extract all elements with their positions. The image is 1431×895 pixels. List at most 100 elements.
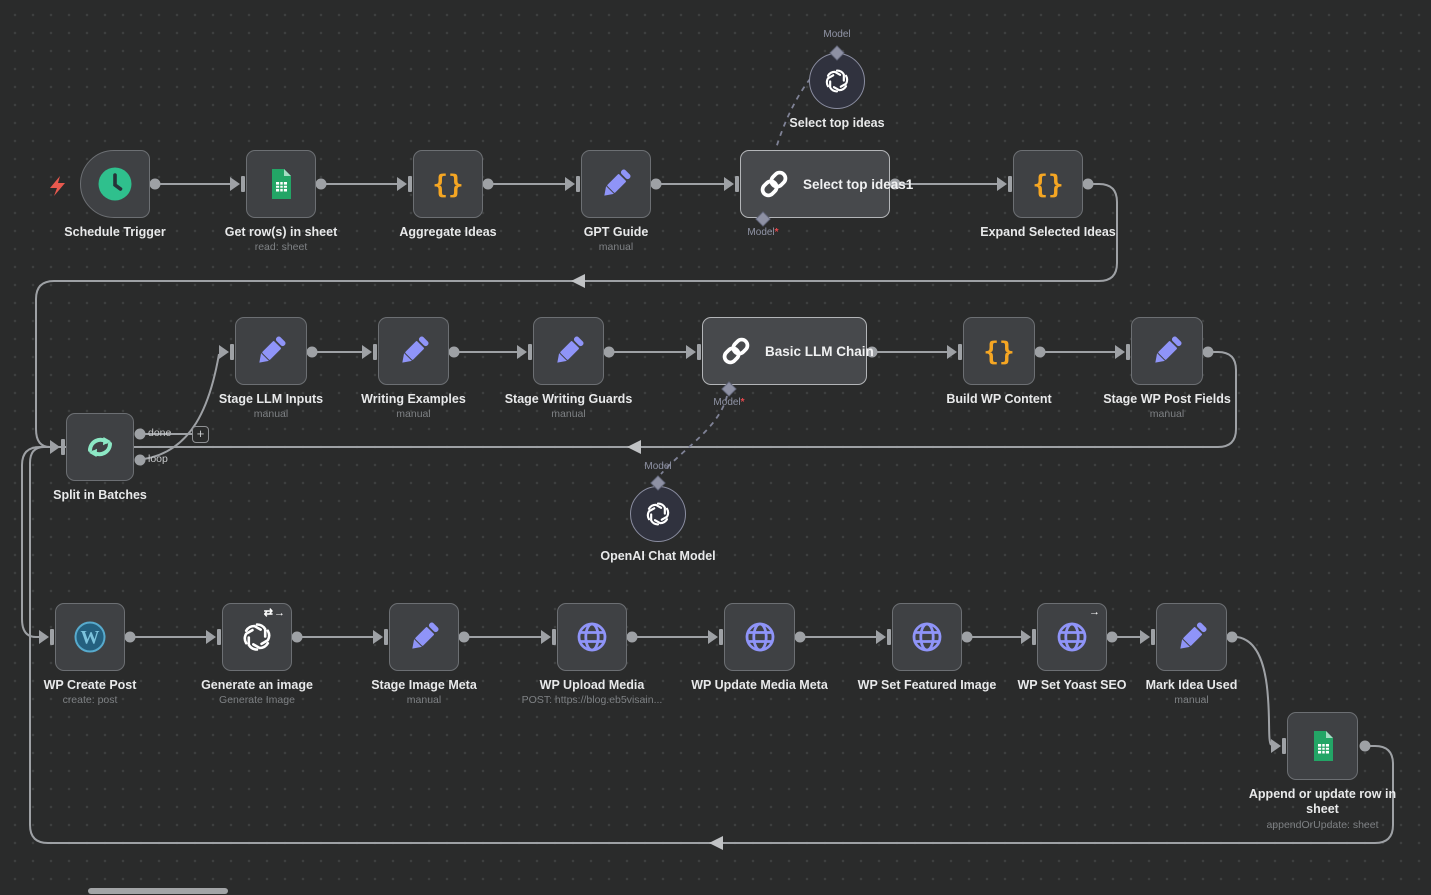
node-subtitle: manual	[406, 694, 442, 706]
node-select-top-ideas[interactable]	[809, 53, 865, 109]
globe-icon	[909, 619, 945, 655]
node-stage-writing-guards[interactable]	[533, 317, 604, 385]
chain-icon	[720, 335, 752, 367]
node-label: GPT Guide	[583, 225, 649, 239]
loop-output-label: loop	[148, 453, 168, 465]
node-label: Stage LLM Inputs	[218, 392, 324, 406]
node-label: Get row(s) in sheet	[224, 225, 338, 239]
horizontal-scrollbar[interactable]	[88, 888, 228, 894]
connection-markidea-to-append[interactable]	[1236, 636, 1272, 746]
node-stage-wp-post-fields[interactable]	[1131, 317, 1203, 385]
node-label: Append or update row in sheet	[1248, 787, 1397, 816]
svg-text:{}: {}	[983, 337, 1014, 367]
node-subtitle: manual	[253, 408, 289, 420]
node-label: OpenAI Chat Model	[600, 549, 716, 563]
input-ports[interactable]	[39, 176, 1286, 754]
node-subtitle: manual	[396, 408, 431, 420]
node-label: Stage Writing Guards	[504, 392, 633, 406]
label-text: done	[148, 427, 172, 439]
node-aggregate-ideas[interactable]: {}	[413, 150, 483, 218]
node-label: Build WP Content	[946, 392, 1052, 406]
node-stage-llm-inputs[interactable]	[235, 317, 307, 385]
node-title: Select top ideas1	[803, 176, 914, 192]
svg-text:{}: {}	[1032, 170, 1063, 200]
node-basic-llm-chain[interactable]: Basic LLM Chain	[702, 317, 874, 385]
node-wp-update-media-meta[interactable]	[724, 603, 795, 671]
google-sheets-icon	[1305, 728, 1341, 764]
node-subtitle: read: sheet	[254, 241, 308, 253]
node-build-wp-content[interactable]: {}	[963, 317, 1035, 385]
node-wp-set-yoast-seo[interactable]: →	[1037, 603, 1107, 671]
label-text: Model	[823, 29, 851, 40]
model-port-label: Model	[644, 461, 671, 472]
node-label: WP Upload Media	[539, 678, 645, 692]
pencil-icon	[253, 333, 289, 369]
node-append-or-update-row[interactable]	[1287, 712, 1358, 780]
connection-openaichatmodel-model[interactable]	[660, 395, 728, 475]
code-braces-icon: {}	[430, 166, 466, 202]
pencil-icon	[1149, 333, 1185, 369]
node-schedule-trigger[interactable]	[80, 150, 150, 218]
connection-expand-to-split[interactable]	[35, 183, 1118, 448]
loop-icon	[82, 429, 118, 465]
required-marker: *	[740, 397, 745, 408]
node-label: WP Update Media Meta	[691, 678, 828, 692]
pencil-icon	[598, 166, 634, 202]
node-label: Schedule Trigger	[64, 225, 166, 239]
required-marker: *	[774, 227, 779, 238]
svg-text:{}: {}	[432, 170, 463, 200]
node-subtitle: Generate Image	[219, 694, 295, 706]
node-gpt-guide[interactable]	[581, 150, 651, 218]
model-port-label: Model	[823, 29, 850, 40]
node-subtitle: manual	[598, 241, 634, 253]
flow-direction-arrows	[571, 274, 723, 850]
label-text: Model	[713, 397, 741, 408]
node-label: Expand Selected Ideas	[980, 225, 1116, 239]
node-wp-create-post[interactable]: W	[55, 603, 125, 671]
pencil-icon	[1174, 619, 1210, 655]
node-subtitle: POST: https://blog.eb5visain...	[521, 694, 663, 706]
node-label: Aggregate Ideas	[399, 225, 497, 239]
output-ports[interactable]	[124, 178, 1371, 752]
node-stage-image-meta[interactable]	[389, 603, 459, 671]
pencil-icon	[551, 333, 587, 369]
node-get-rows-in-sheet[interactable]	[246, 150, 316, 218]
node-wp-upload-media[interactable]	[557, 603, 627, 671]
label-text: loop	[148, 453, 168, 465]
node-split-in-batches[interactable]	[66, 413, 134, 481]
node-subtitle: manual	[551, 408, 586, 420]
code-braces-icon: {}	[1030, 166, 1066, 202]
label-text: Model	[747, 227, 775, 238]
node-wp-set-featured-image[interactable]	[892, 603, 962, 671]
globe-icon	[742, 619, 778, 655]
add-node-button[interactable]: +	[192, 426, 209, 443]
node-subtitle: appendOrUpdate: sheet	[1266, 819, 1379, 831]
node-badge-icon: →	[1089, 606, 1101, 618]
pencil-icon	[396, 333, 432, 369]
openai-icon	[239, 619, 275, 655]
connection-split-loop-to-stagellm[interactable]	[143, 353, 220, 460]
globe-icon	[574, 619, 610, 655]
node-select-top-ideas1[interactable]: Select top ideas1	[740, 150, 913, 218]
node-mark-idea-used[interactable]	[1156, 603, 1227, 671]
node-writing-examples[interactable]	[378, 317, 449, 385]
node-expand-selected-ideas[interactable]: {}	[1013, 150, 1083, 218]
node-label: Generate an image	[201, 678, 313, 692]
node-openai-chat-model[interactable]	[630, 486, 686, 542]
chain-icon	[758, 168, 790, 200]
clock-icon	[97, 166, 133, 202]
node-label: WP Create Post	[43, 678, 137, 692]
node-label: WP Set Yoast SEO	[1017, 678, 1127, 692]
node-generate-an-image[interactable]: ⇄→	[222, 603, 292, 671]
node-subtitle: manual	[1174, 694, 1209, 706]
label-text: Model	[644, 461, 672, 472]
code-braces-icon: {}	[981, 333, 1017, 369]
node-label: Mark Idea Used	[1145, 678, 1238, 692]
google-sheets-icon	[263, 166, 299, 202]
svg-text:W: W	[81, 628, 100, 649]
done-output-label: done	[148, 427, 171, 439]
model-port-label: Model*	[747, 227, 778, 238]
node-badge-icon: ⇄→	[263, 607, 286, 619]
